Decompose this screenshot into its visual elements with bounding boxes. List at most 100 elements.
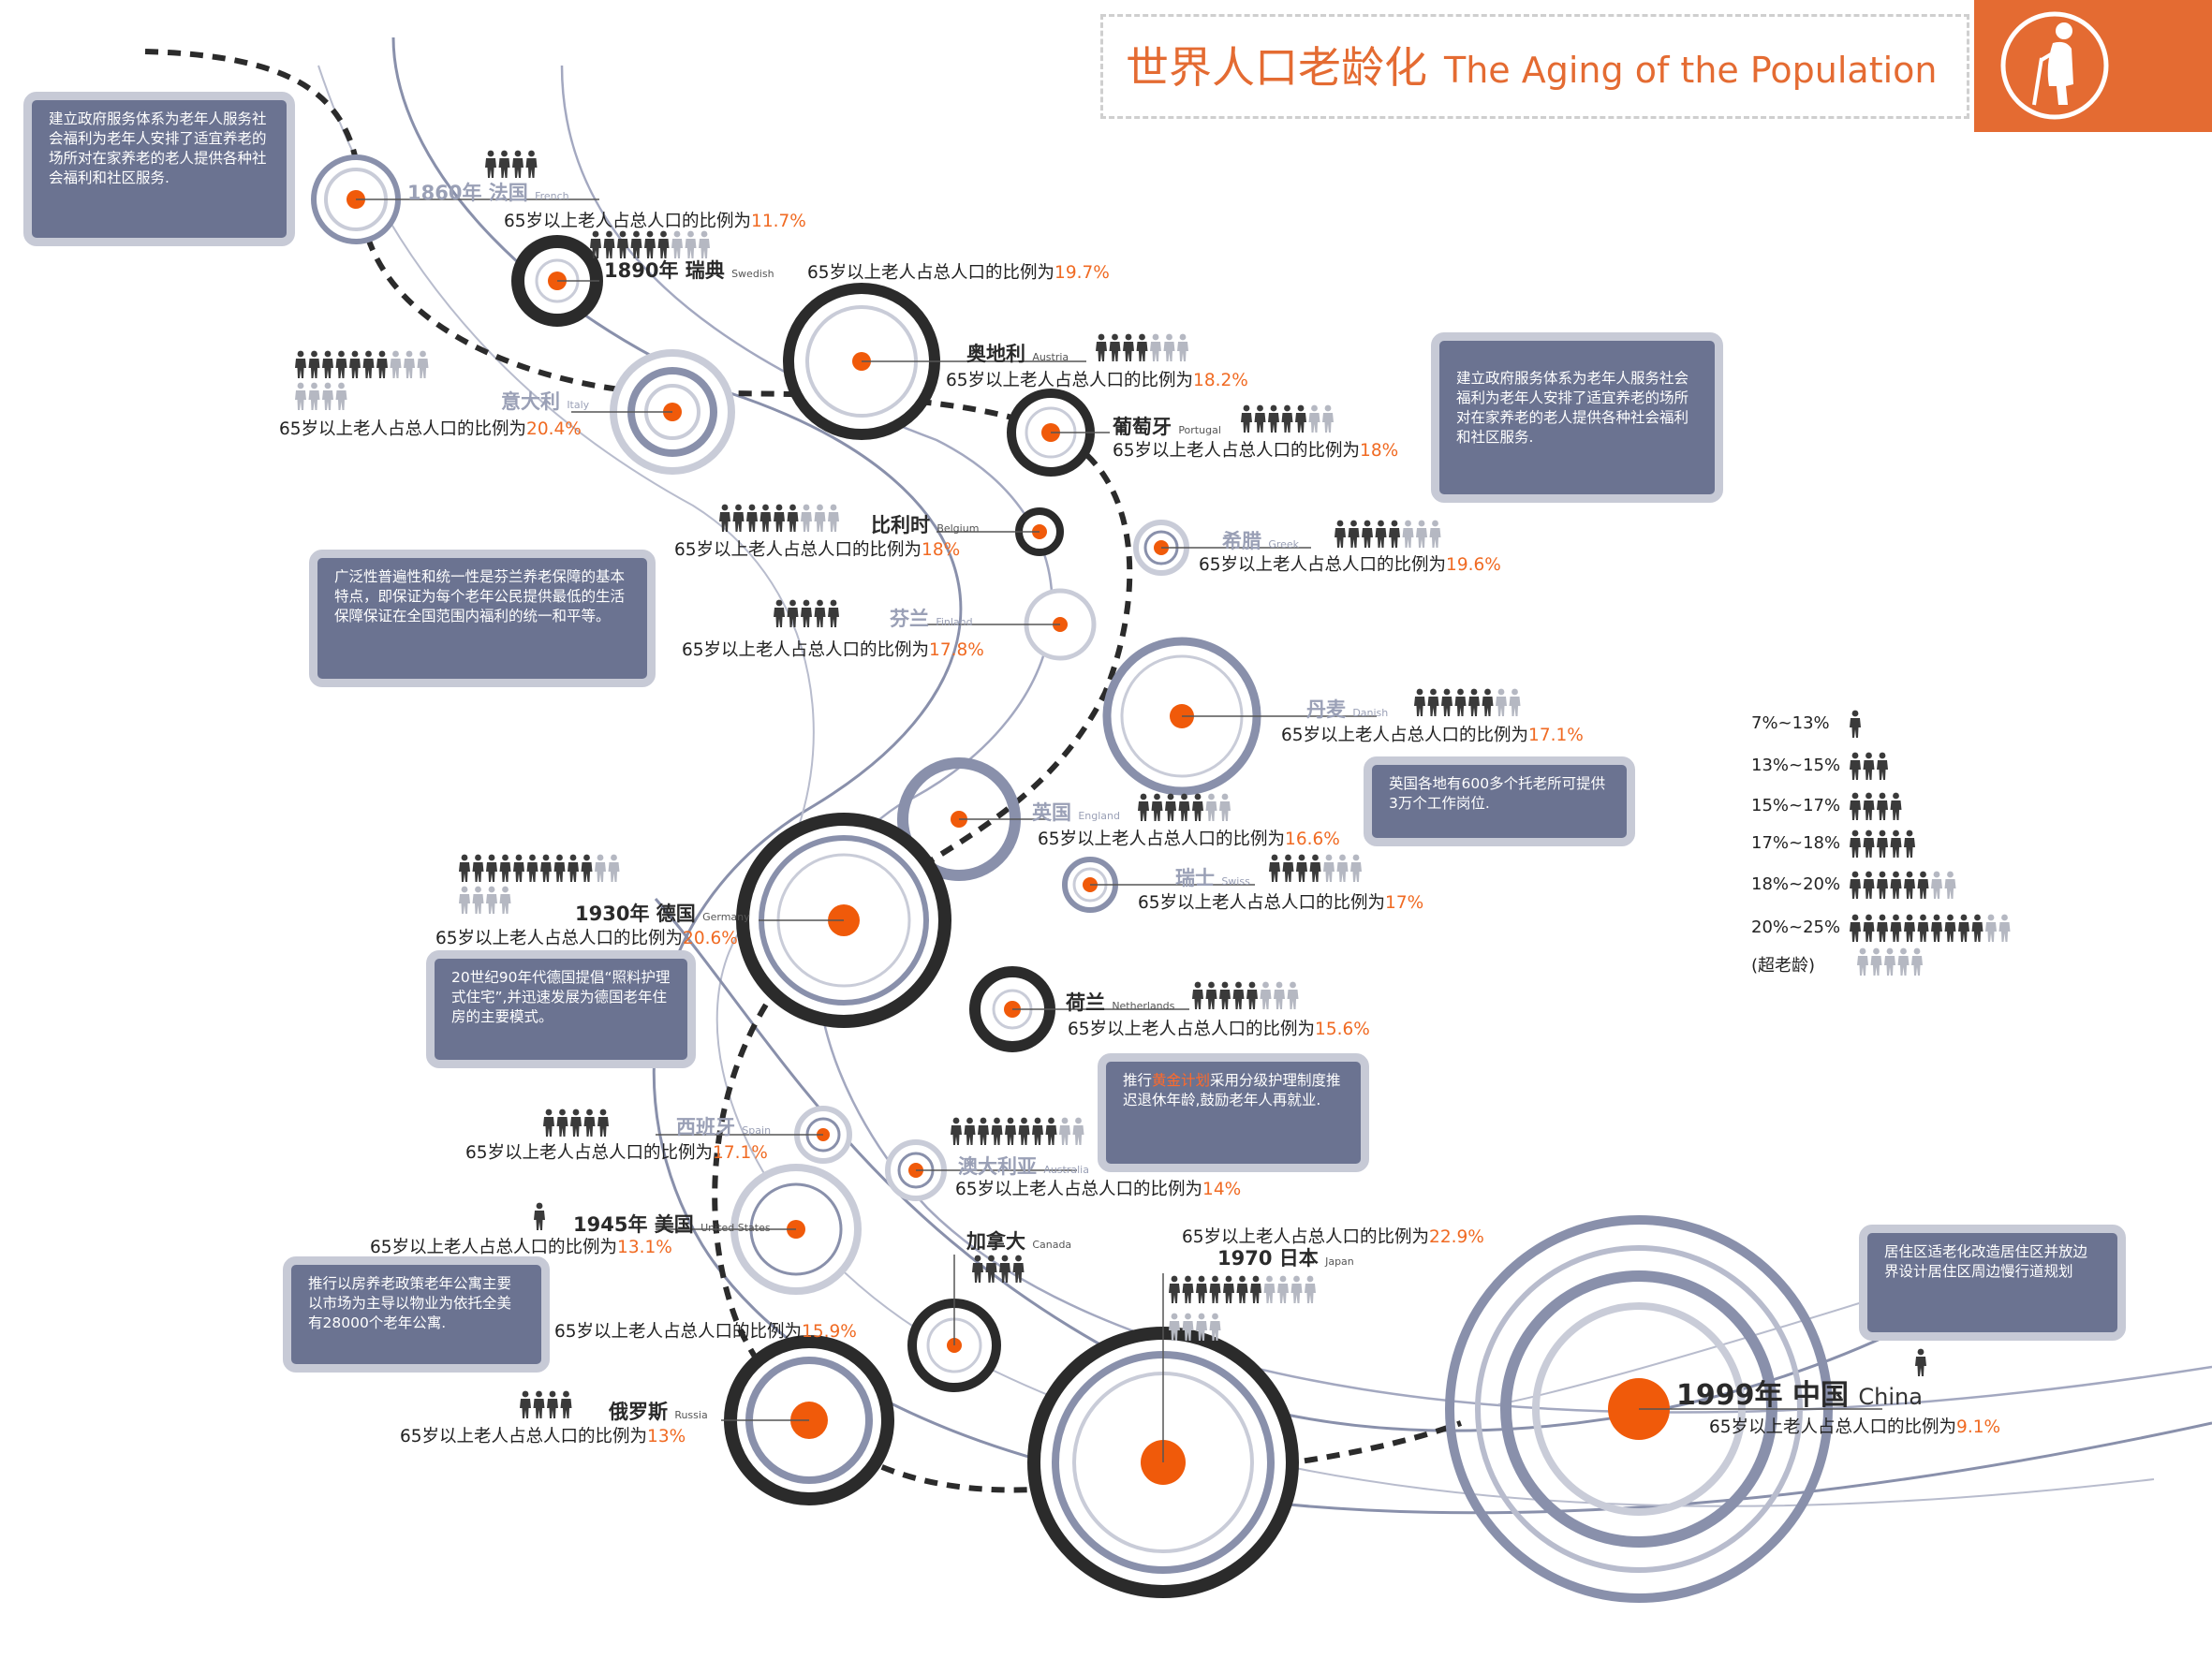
person-figure-icon: [657, 230, 670, 258]
note-usa: 推行以房养老政策老年公寓主要以市场为主导以物业为依托全美有28000个老年公寓.: [283, 1256, 550, 1373]
elderly-ratio-value: 13.1%: [617, 1238, 672, 1257]
person-figure-icon: [533, 1390, 545, 1418]
person-figure-icon: [1136, 333, 1148, 361]
node-austria: [783, 283, 1086, 440]
elderly-ratio-value: 13%: [647, 1427, 686, 1446]
person-figure-icon: [390, 350, 402, 378]
legend-range: 13%~15%: [1751, 756, 1841, 775]
person-figure-icon: [1169, 1275, 1180, 1303]
person-figure-icon: [1877, 914, 1888, 942]
person-figure-icon: [1282, 854, 1294, 882]
person-figure-icon: [1241, 404, 1252, 433]
elderly-person-with-cane-icon: [2000, 11, 2109, 120]
country-name-en: Swedish: [731, 268, 774, 280]
person-figure-icon: [1196, 1275, 1207, 1303]
country-name-en: Canada: [1032, 1239, 1072, 1251]
person-figure-icon: [1260, 981, 1272, 1009]
country-year: 1930年: [575, 903, 656, 925]
note-finland-text: 广泛性普遍性和统一性是芬兰养老保障的基本特点，即保证为每个老年公民提供最低的生活…: [334, 568, 626, 624]
person-figure-icon: [570, 1108, 582, 1137]
node-china: [1445, 1215, 1882, 1603]
country-name-en: Germany: [702, 911, 750, 923]
person-figure-icon: [1917, 871, 1929, 899]
country-name-cn: 德国: [656, 903, 703, 925]
person-figure-icon: [1254, 404, 1266, 433]
note-usa-text: 推行以房养老政策老年公寓主要以市场为主导以物业为依托全美有28000个老年公寓.: [308, 1275, 512, 1331]
node-canada: [907, 1255, 1001, 1392]
person-figure-icon: [1250, 1275, 1261, 1303]
person-figure-icon: [376, 350, 388, 378]
person-figure-icon: [671, 230, 683, 258]
person-figure-icon: [1870, 947, 1882, 976]
elderly-ratio-label: 65岁以上老人占总人口的比例为15.9%: [554, 1318, 857, 1343]
person-figure-icon: [985, 1255, 997, 1283]
person-figure-icon: [520, 1390, 531, 1418]
elderly-ratio-prefix: 65岁以上老人占总人口的比例为: [465, 1143, 714, 1163]
person-figure-icon: [499, 854, 511, 882]
elderly-ratio-prefix: 65岁以上老人占总人口的比例为: [807, 263, 1055, 283]
elderly-ratio-prefix: 65岁以上老人占总人口的比例为: [946, 371, 1194, 390]
note-china-text: 居住区适老化改造居住区并放边界设计居住区周边慢行道规划: [1884, 1243, 2088, 1280]
elderly-ratio-value: 18%: [1360, 441, 1399, 461]
person-figure-icon: [1441, 688, 1453, 716]
person-figure-icon: [699, 230, 710, 258]
note-finland: 广泛性普遍性和统一性是芬兰养老保障的基本特点，即保证为每个老年公民提供最低的生活…: [309, 550, 656, 687]
timeline-path: [144, 49, 1463, 1493]
title-cn: 世界人口老龄化: [1126, 42, 1427, 93]
elderly-ratio-label: 65岁以上老人占总人口的比例为13.1%: [370, 1234, 672, 1258]
person-figure-icon: [1335, 520, 1346, 548]
person-figure-icon: [1309, 854, 1321, 882]
node-australia: [885, 1139, 1077, 1201]
person-figure-icon: [1232, 981, 1245, 1009]
person-figure-icon: [1209, 1313, 1221, 1341]
person-figure-icon: [1205, 981, 1217, 1009]
person-figure-icon: [719, 504, 730, 532]
person-figure-icon: [1178, 793, 1190, 821]
country-name-cn: 法国: [488, 182, 536, 204]
person-figure-icon: [404, 350, 415, 378]
country-name-cn: 芬兰: [890, 608, 936, 630]
person-figure-icon: [1850, 752, 1861, 780]
legend-range: 18%~20%: [1751, 874, 1841, 894]
country-label: 葡萄牙 Portugal: [1113, 412, 1221, 440]
country-label: 芬兰 Finland: [890, 604, 973, 632]
person-figure-icon: [547, 1390, 558, 1418]
person-figure-icon: [1468, 688, 1480, 716]
person-figure-icon: [1182, 1313, 1194, 1341]
legend-range: 7%~13%: [1751, 713, 1830, 733]
person-figure-icon: [597, 1108, 609, 1137]
elderly-ratio-value: 18.2%: [1193, 371, 1248, 390]
elderly-ratio-value: 9.1%: [1956, 1417, 2001, 1437]
legend-range: 17%~18%: [1751, 833, 1841, 853]
country-label: 1999年 中国 China: [1676, 1372, 1923, 1413]
node-usa: [656, 1164, 862, 1295]
person-figure-icon: [485, 150, 496, 178]
person-figure-icon: [1018, 1117, 1030, 1145]
elderly-ratio-prefix: 65岁以上老人占总人口的比例为: [435, 929, 684, 948]
node-france: [311, 154, 599, 244]
person-figure-icon: [583, 1108, 596, 1137]
person-figure-icon: [1509, 688, 1521, 716]
person-figure-icon: [560, 1390, 572, 1418]
person-figure-icon: [526, 854, 538, 882]
person-figure-icon: [1911, 947, 1923, 976]
node-italy: [571, 349, 735, 475]
person-figure-icon: [978, 1117, 989, 1145]
person-figure-icon: [1454, 688, 1467, 716]
person-figure-icon: [1182, 1275, 1194, 1303]
person-figure-icon: [1072, 1117, 1084, 1145]
person-figure-icon: [1482, 688, 1494, 716]
person-figure-icon: [499, 886, 511, 914]
person-figure-icon: [1348, 520, 1360, 548]
person-figure-icon: [1012, 1255, 1025, 1283]
person-figure-icon: [1971, 914, 1983, 942]
person-figure-icon: [1931, 914, 1942, 942]
country-name-cn: 澳大利亚: [958, 1155, 1044, 1178]
person-figure-icon: [972, 1255, 983, 1283]
person-figure-icon: [828, 504, 839, 532]
elderly-ratio-label: 65岁以上老人占总人口的比例为14%: [955, 1176, 1241, 1200]
elderly-ratio-label: 65岁以上老人占总人口的比例为18%: [674, 536, 960, 561]
person-figure-icon: [1917, 914, 1929, 942]
country-label: 澳大利亚 Australia: [958, 1152, 1089, 1180]
